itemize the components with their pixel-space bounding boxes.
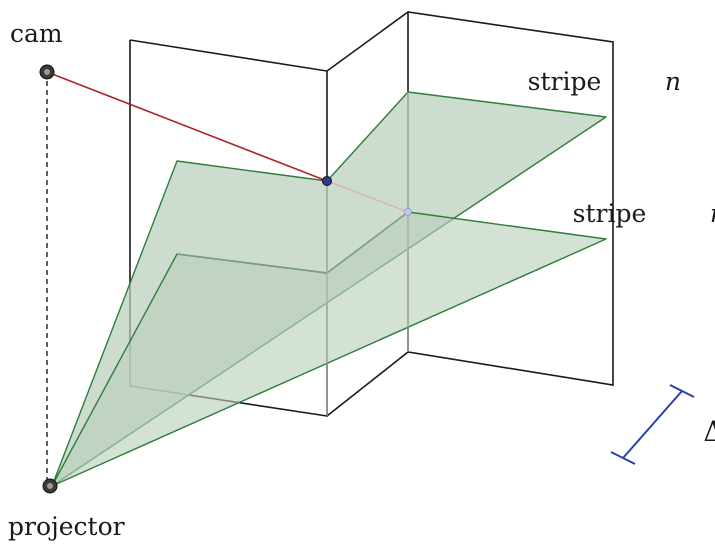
- delta-symbol: Δ: [703, 415, 715, 448]
- right-wall-panel: [326, 11, 614, 417]
- camera-point-icon: [39, 64, 55, 80]
- stripe-n-label: stripe n: [517, 199, 715, 228]
- delta-x-marker: [610, 384, 695, 465]
- delta-x-label: Δ x: [641, 415, 715, 448]
- stripe-n-plus-1-prefix: stripe: [528, 67, 610, 96]
- stripe-n-plus-1-label: stripe n +1: [472, 67, 715, 96]
- projector-label: projector: [8, 512, 125, 541]
- projector-point-icon: [42, 478, 58, 494]
- stripe-n-plus-1-var: n: [665, 67, 681, 96]
- stripe-n-var: n: [710, 199, 715, 228]
- cam-label: cam: [10, 19, 63, 48]
- reflected-ray: [326, 180, 409, 213]
- intersection-point-n: [404, 208, 412, 216]
- intersection-point-n-plus-1: [322, 176, 332, 186]
- camera-ray: [46, 71, 328, 182]
- stripe-n-prefix: stripe: [573, 199, 655, 228]
- stripe-planes: [51, 91, 607, 487]
